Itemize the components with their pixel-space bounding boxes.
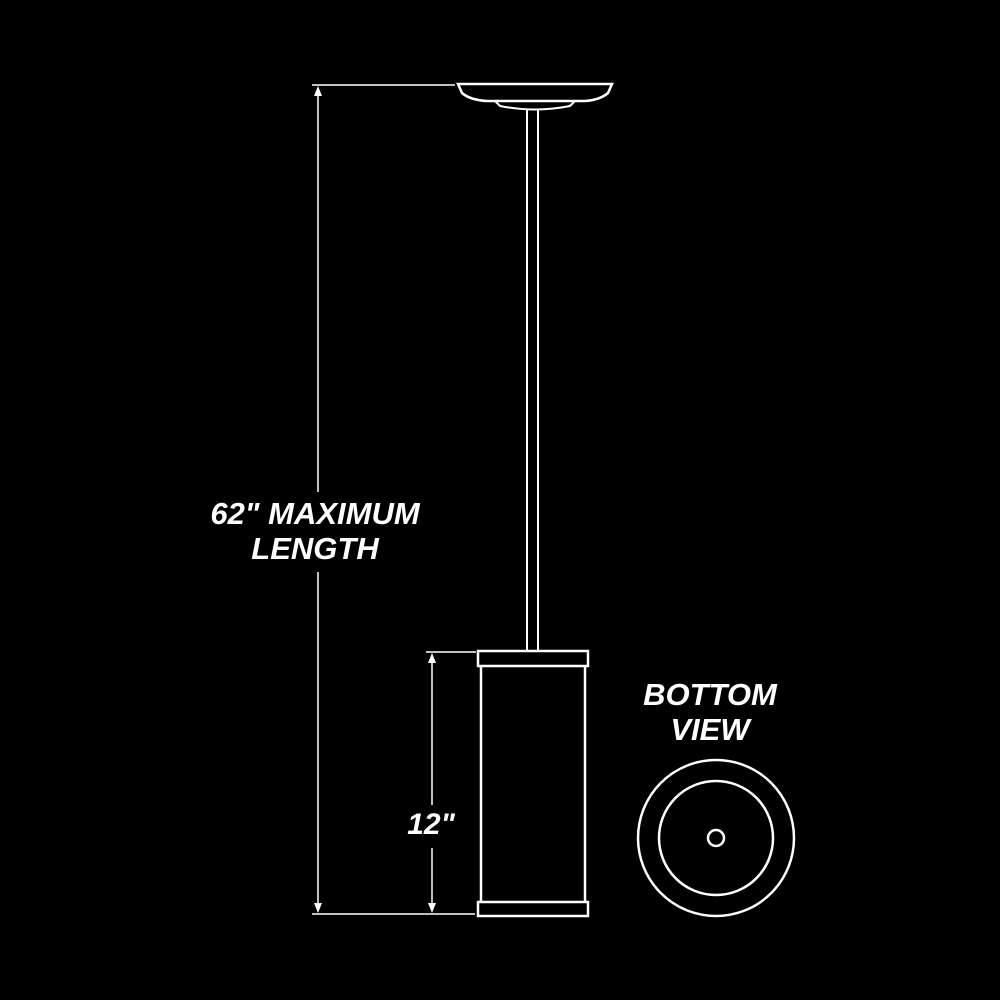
shade-height-label: 12" [407,808,455,841]
shade-height-dimension [426,651,476,913]
canopy [456,82,614,111]
arrow-up-icon [314,86,322,96]
bottom-view-title: BOTTOM VIEW [620,677,800,747]
shade-top-band [476,649,590,668]
bottom-view-outer-ring [636,758,796,918]
arrow-down-icon [314,903,322,913]
overall-length-label-line1: 62" MAXIMUM [210,496,420,531]
shade-bottom-band [476,900,590,918]
arrow-down-icon [428,903,436,913]
bottom-view-inner-ring [657,779,775,897]
bottom-view-title-line2: VIEW [670,711,750,747]
bottom-view-socket [706,828,726,848]
bottom-view [636,758,796,918]
overall-length-dimension [312,84,475,915]
canopy-plate [456,82,614,103]
stem [526,110,539,651]
overall-length-label-line2: LENGTH [251,530,379,566]
overall-length-label: 62" MAXIMUM LENGTH [190,496,440,566]
cylinder-shade [476,649,590,918]
canopy-fitting [494,100,576,111]
bottom-view-title-line1: BOTTOM [643,677,777,712]
arrow-up-icon [428,653,436,663]
